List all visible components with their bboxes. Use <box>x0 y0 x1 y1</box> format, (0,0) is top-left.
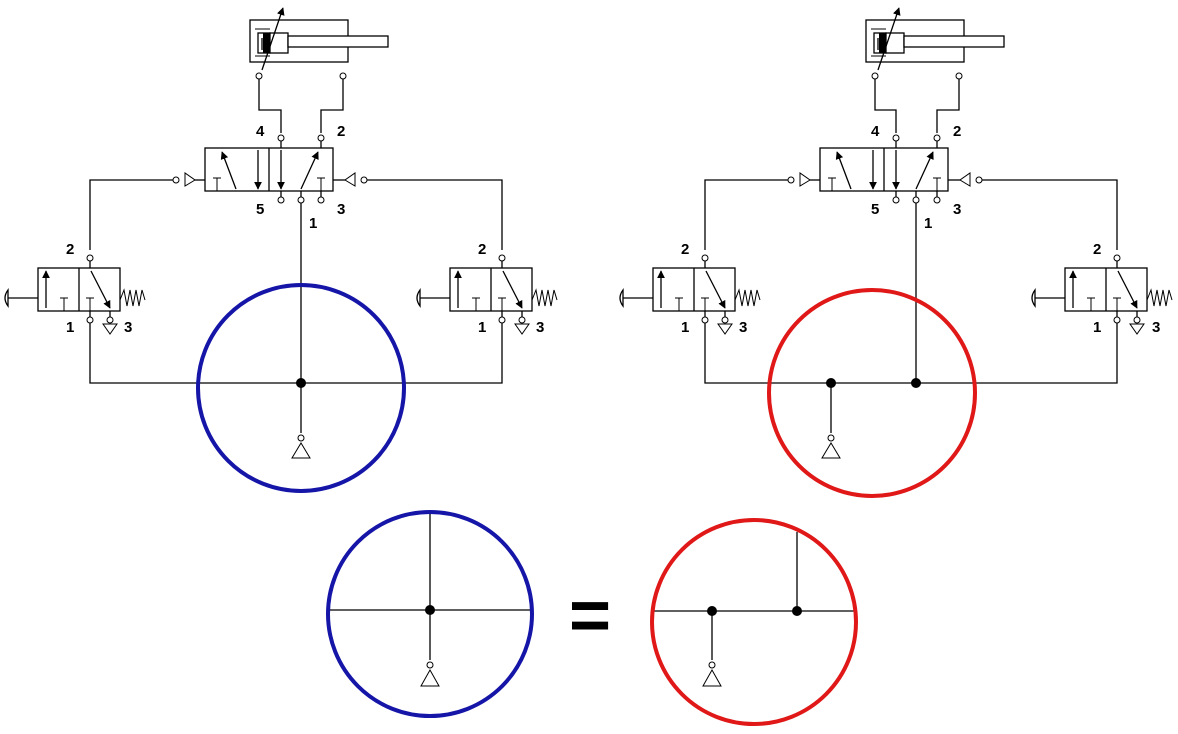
port-label-1: 1 <box>681 319 689 336</box>
junction-node <box>792 606 802 616</box>
equals-sign: = <box>569 576 611 656</box>
port-label-3: 3 <box>953 201 961 218</box>
junction-node <box>826 378 836 388</box>
double-acting-cylinder <box>865 7 1005 80</box>
junction-node <box>707 606 717 616</box>
supply-source-icon <box>291 442 311 459</box>
supply-source-icon <box>702 668 722 687</box>
push-button-valve-left <box>4 254 146 335</box>
push-button-valve-right <box>416 254 558 335</box>
port-label-3: 3 <box>337 201 345 218</box>
port-label-2: 2 <box>681 241 689 258</box>
port-label-3: 3 <box>536 319 544 336</box>
detail-blue <box>326 510 534 718</box>
port-label-3: 3 <box>1152 319 1160 336</box>
port-label-5: 5 <box>871 201 879 218</box>
push-button-valve-left <box>619 254 761 335</box>
detail-red <box>650 518 858 726</box>
port-label-2: 2 <box>478 241 486 258</box>
left-circuit: 4 2 5 1 3 2 1 3 <box>4 7 558 493</box>
junction-node <box>425 605 435 615</box>
port-label-2: 2 <box>66 241 74 258</box>
port-label-1: 1 <box>309 215 317 232</box>
supply-source-icon <box>420 668 440 687</box>
port-label-1: 1 <box>478 319 486 336</box>
port-label-4: 4 <box>256 123 265 140</box>
junction-node <box>911 378 921 388</box>
port-label-4: 4 <box>871 123 880 140</box>
supply-source-icon <box>821 442 841 459</box>
detail-ring-blue <box>326 510 534 718</box>
five-two-valve <box>172 134 368 204</box>
push-button-valve-right <box>1031 254 1173 335</box>
port-label-3: 3 <box>739 319 747 336</box>
port-label-2: 2 <box>337 123 345 140</box>
port-label-3: 3 <box>124 319 132 336</box>
port-label-1: 1 <box>924 215 932 232</box>
port-label-2: 2 <box>1093 241 1101 258</box>
port-label-1: 1 <box>1093 319 1101 336</box>
detail-ring-red <box>650 518 858 726</box>
double-acting-cylinder <box>249 7 389 80</box>
right-circuit: 4 2 5 1 3 2 1 3 <box>619 7 1173 498</box>
highlight-ring-red <box>767 288 977 498</box>
port-label-5: 5 <box>256 201 264 218</box>
junction-node <box>296 378 306 388</box>
highlight-ring-blue <box>196 283 406 493</box>
five-two-valve <box>787 134 983 204</box>
port-label-2: 2 <box>953 123 961 140</box>
port-label-1: 1 <box>66 319 74 336</box>
